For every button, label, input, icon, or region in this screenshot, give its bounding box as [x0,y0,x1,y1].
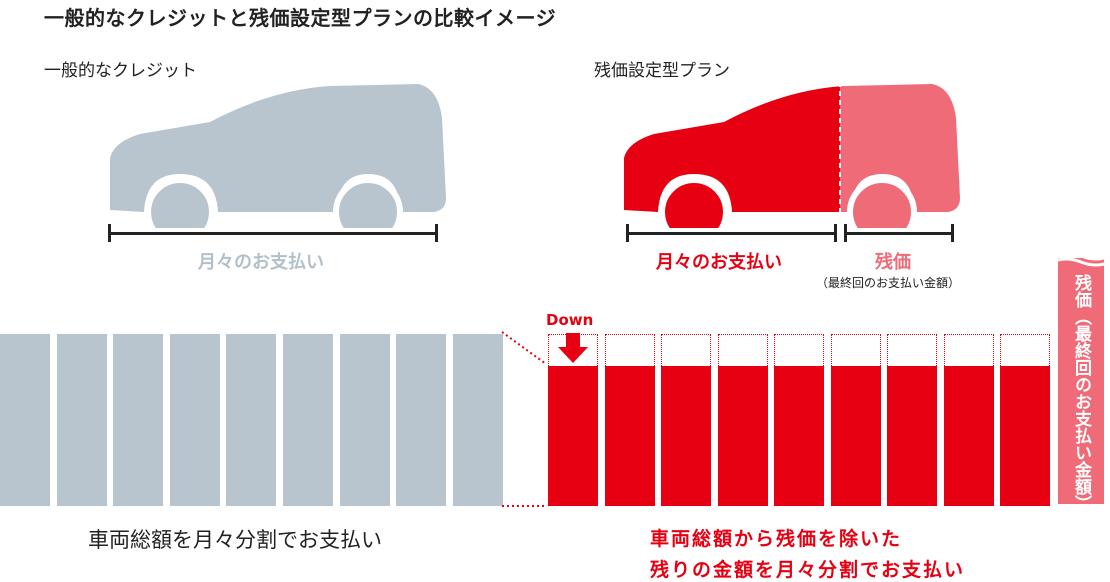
ghost-bar-outline [887,334,937,366]
residual-vertical-box: 残価（最終回のお支払い金額） [1058,258,1104,512]
ghost-bar-outline [661,334,711,366]
ghost-bar-outline [943,334,994,366]
page-title: 一般的なクレジットと残価設定型プランの比較イメージ [44,6,557,30]
residual-vertical-label: 残価（最終回のお支払い金額） [1071,274,1091,512]
ghost-bar-outline [717,334,768,366]
break-mark-icon [1052,251,1110,267]
ghost-bar-outline [548,334,598,366]
left-monthly-label: 月々のお支払い [198,252,324,273]
left-bracket-line [108,232,438,235]
gray-bar [113,334,164,506]
left-heading: 一般的なクレジット [44,61,197,81]
ghost-bar-outline [830,334,881,366]
red-bar [717,366,768,506]
gray-bar [0,334,50,506]
red-bar [1000,366,1050,506]
red-bar [604,366,655,506]
right-bracket-mid-left [834,224,837,242]
right-monthly-bracket-line [626,232,836,235]
left-bracket-end [435,224,438,242]
red-bar [887,366,937,506]
ghost-bar-outline [774,334,824,366]
ghost-bar-outline [604,334,655,366]
red-bar [661,366,711,506]
gray-bar [169,334,220,506]
gray-bar [339,334,390,506]
right-residual-bracket-line [844,232,954,235]
down-arrow-icon [558,333,588,363]
right-residual-note: （最終回のお支払い金額） [816,276,961,290]
right-monthly-label: 月々のお支払い [656,252,782,273]
red-bar [943,366,994,506]
right-caption-line2: 残りの金額を月々分割でお支払い [650,559,966,581]
right-residual-label: 残価 [875,252,911,273]
gray-bar [226,334,277,506]
gray-bar [56,334,107,506]
gray-bar [452,334,503,506]
right-caption-line1: 車両総額から残価を除いた [650,528,903,550]
down-label: Down [546,311,594,329]
red-bar [774,366,824,506]
left-caption: 車両総額を月々分割でお支払い [88,528,382,552]
red-bar [830,366,881,506]
right-bracket-end [951,224,954,242]
right-heading: 残価設定型プラン [594,61,730,81]
gray-bar [396,334,447,506]
gray-bar [283,334,333,506]
red-bar [548,366,598,506]
ghost-bar-outline [1000,334,1050,366]
connector-lines [501,331,547,507]
gray-car-icon [110,84,446,228]
red-car-icon [624,82,960,228]
